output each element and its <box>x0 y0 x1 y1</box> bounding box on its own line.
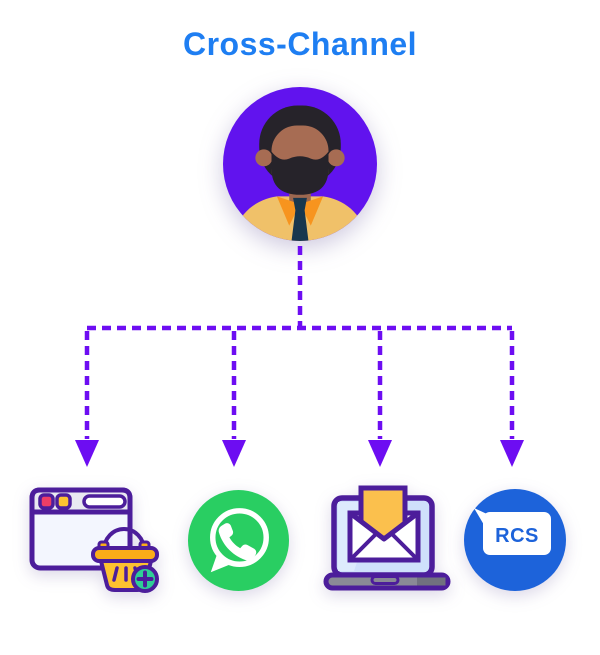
arrowheads <box>75 440 524 467</box>
address-bar <box>82 494 127 509</box>
person-avatar-icon <box>223 87 377 241</box>
rcs-label: RCS <box>495 525 539 547</box>
page-title: Cross-Channel <box>182 26 418 62</box>
phone-handset <box>218 523 257 561</box>
speech-bubble-tail <box>210 552 231 573</box>
channel-whatsapp <box>187 489 290 597</box>
rcs-icon: RCS <box>464 489 566 591</box>
envelope-front <box>347 510 421 563</box>
laptop-email-icon <box>323 485 451 591</box>
plus-icon <box>136 570 154 588</box>
browser-dot-red <box>38 493 55 510</box>
whatsapp-icon <box>187 489 290 592</box>
channel-rcs: RCS <box>463 488 567 597</box>
browser-dot-yellow <box>55 493 72 510</box>
speech-bubble <box>483 512 551 555</box>
laptop-notch <box>370 575 400 585</box>
browser-shopping-basket-icon <box>29 487 159 593</box>
connector-lines <box>84 246 515 439</box>
channel-email <box>321 481 451 596</box>
channel-web-store <box>24 486 162 599</box>
avatar <box>223 87 377 241</box>
